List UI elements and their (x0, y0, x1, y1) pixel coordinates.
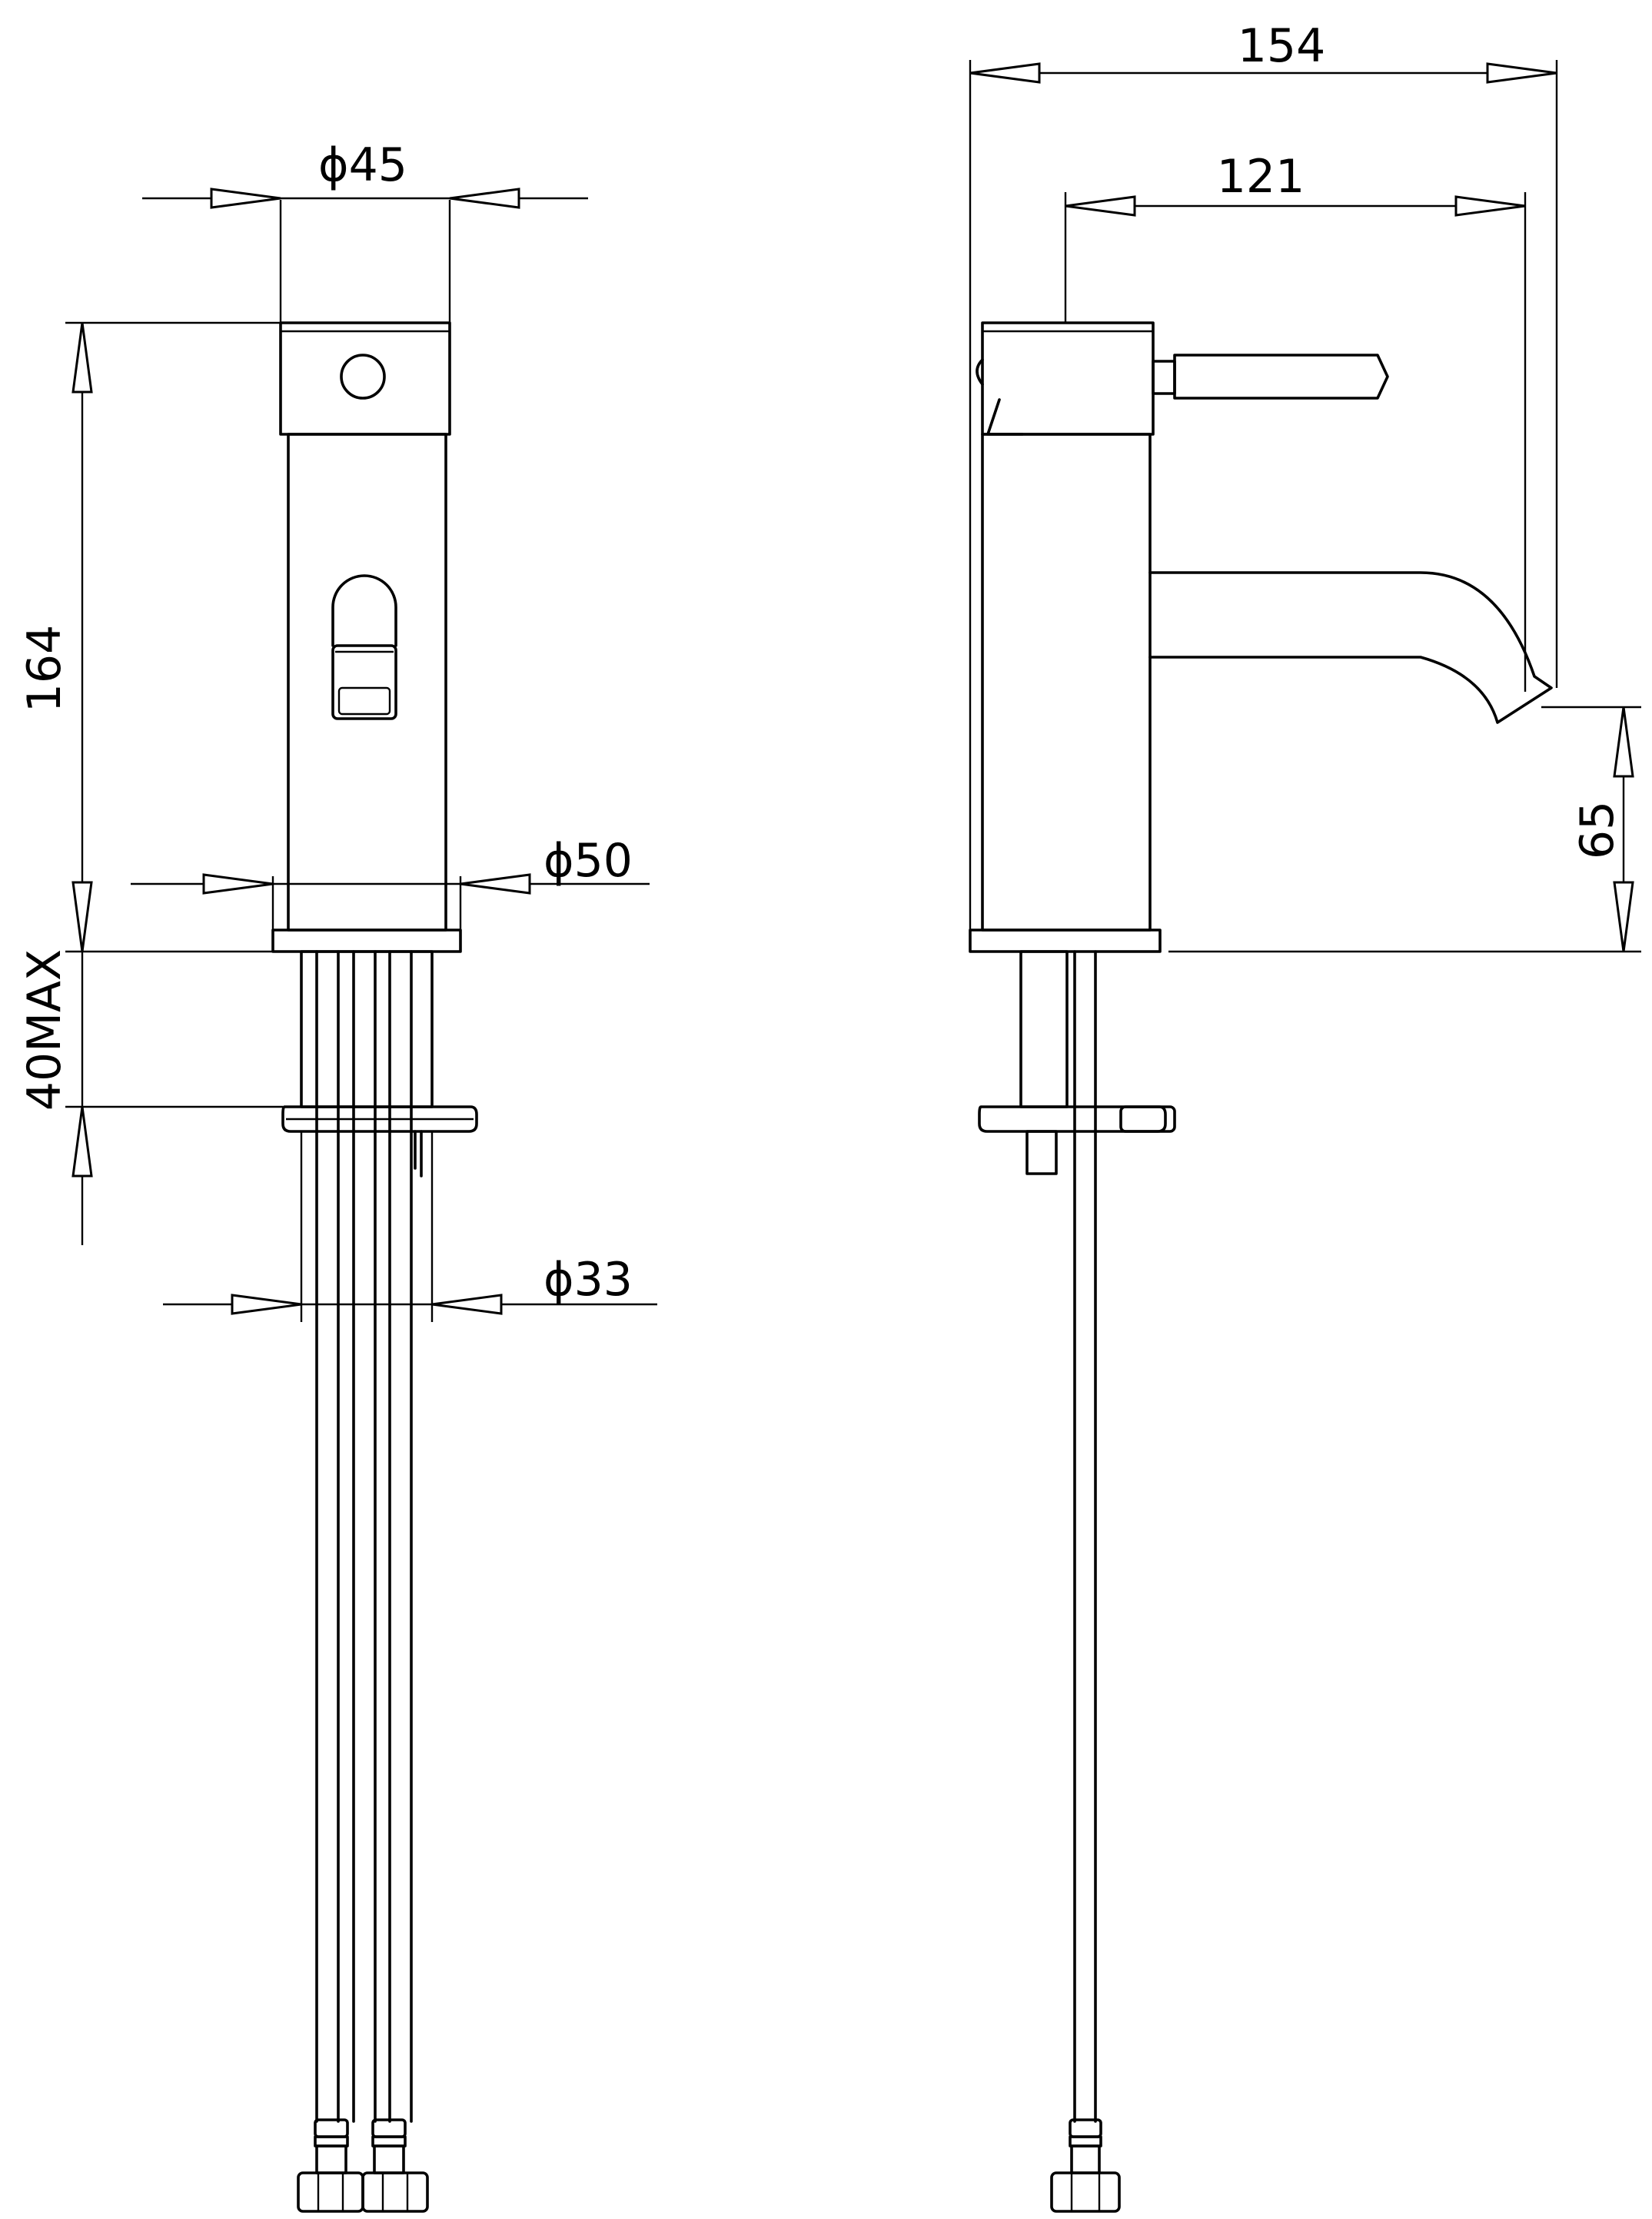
side-handle-cap (981, 321, 1155, 436)
handle-screw-icon (340, 354, 386, 400)
dim-label-154: 154 (1238, 19, 1326, 73)
front-view (271, 321, 478, 2213)
front-handle-block (279, 321, 451, 436)
front-hoses (315, 950, 413, 2123)
side-body (981, 433, 1152, 932)
dim-label-phi50: ϕ50 (543, 834, 633, 888)
front-mounting-plate (281, 1105, 478, 1133)
dim-label-phi33: ϕ33 (543, 1253, 633, 1307)
dim-label-40max: 40MAX (18, 949, 71, 1111)
side-view (969, 321, 1553, 2213)
front-aerator (331, 574, 397, 647)
front-body (287, 433, 447, 932)
side-stud (1025, 1130, 1058, 1175)
dim-label-65: 65 (1571, 801, 1624, 859)
dim-label-phi45: ϕ45 (318, 138, 407, 192)
dimension-shank-diameter: ϕ33 (163, 1131, 657, 1322)
front-base-ring (271, 928, 462, 953)
side-shank (1019, 950, 1069, 1108)
side-mounting-plate (978, 1105, 1167, 1133)
dimension-base-diameter: ϕ50 (131, 834, 650, 930)
spout (1148, 571, 1553, 724)
dimension-spout-diameter: ϕ45 (142, 138, 588, 323)
front-hose-connectors (297, 2118, 429, 2213)
dimension-spout-reach: 121 (1064, 150, 1527, 692)
dim-label-121: 121 (1217, 150, 1305, 204)
dimension-deck-thickness: 40MAX (18, 949, 283, 1245)
dim-label-164: 164 (18, 625, 71, 713)
side-hose-connector (1050, 2118, 1121, 2213)
lever-handle[interactable] (1152, 354, 1389, 400)
side-base-ring (969, 928, 1162, 953)
dimension-height: 164 (18, 321, 301, 953)
dimension-total-projection: 154 (969, 19, 1558, 930)
dimension-spout-clearance: 65 (1168, 706, 1641, 953)
